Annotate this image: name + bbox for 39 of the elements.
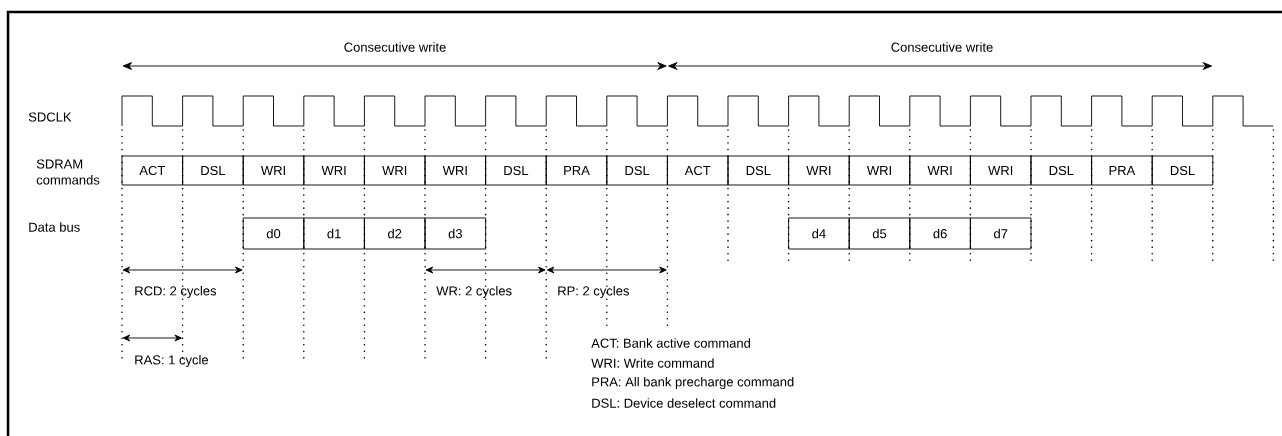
key-text: DSL: Device deselect command [592, 398, 776, 408]
command-cell: WRI [909, 155, 971, 186]
data-cell: d4 [788, 217, 850, 250]
timing-label: WR: 2 cycles [436, 285, 512, 299]
command-cell: DSL [1151, 155, 1214, 186]
command-cell: WRI [788, 155, 850, 186]
command-cell: WRI [242, 155, 305, 186]
command-cell: WRI [303, 155, 365, 186]
signal-name: SDCLK [28, 112, 72, 122]
span-label: Consecutive write [891, 42, 993, 52]
data-cell: d0 [242, 217, 305, 250]
data-cell: d3 [424, 217, 487, 250]
key-text: ACT: Bank active command [591, 338, 751, 348]
command-cell: WRI [848, 155, 911, 186]
timing-label: RCD: 2 cycles [135, 285, 217, 299]
data-cell: d7 [969, 217, 1032, 250]
command-cell: WRI [969, 155, 1032, 186]
span-label: Consecutive write [344, 42, 446, 52]
signal-name: Data bus [29, 222, 80, 232]
command-cell: ACT [121, 155, 184, 186]
command-cell: DSL [727, 155, 790, 186]
command-cell: ACT [666, 155, 729, 186]
command-cell: WRI [363, 155, 426, 186]
timing-label: RAS: 1 cycle [135, 354, 209, 368]
command-cell: PRA [545, 155, 608, 186]
command-cell: WRI [424, 155, 487, 186]
data-cell: d2 [363, 217, 426, 250]
data-cell: d5 [848, 217, 911, 250]
command-cell: DSL [606, 155, 668, 186]
data-cell: d1 [303, 217, 365, 250]
signal-name: SDRAM commands [36, 159, 100, 185]
command-cell: DSL [182, 155, 244, 186]
command-cell: DSL [1030, 155, 1093, 186]
data-cell: d6 [909, 217, 971, 250]
key-text: WRI: Write command [591, 358, 714, 368]
key-text: PRA: All bank precharge command [592, 376, 794, 390]
command-cell: DSL [485, 155, 547, 186]
timing-label: RP: 2 cycles [558, 285, 629, 299]
command-cell: PRA [1091, 155, 1153, 186]
